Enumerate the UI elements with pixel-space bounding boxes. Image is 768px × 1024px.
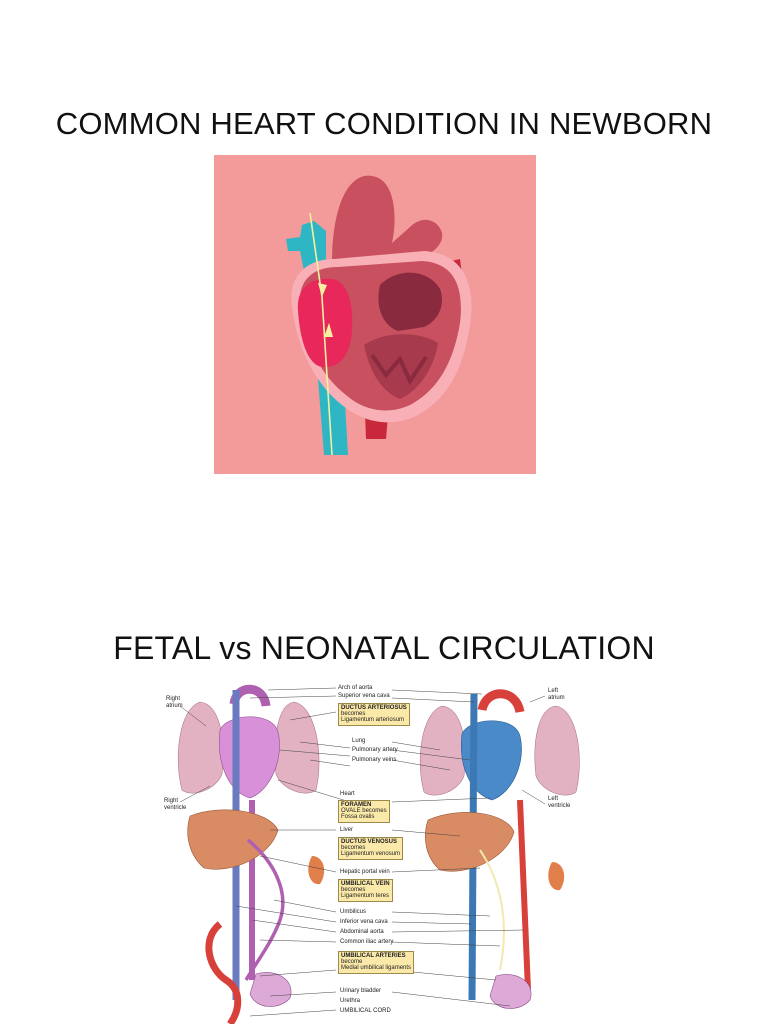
- label-superior-vena-cava: Superior vena cava: [338, 693, 390, 699]
- ventricle-shape: [364, 334, 438, 399]
- left-atrium-shape: [378, 272, 443, 331]
- heart-illustration-panel: [214, 155, 536, 474]
- label-common-iliac-artery: Common iliac artery: [340, 939, 394, 945]
- fetal-left-lung: [177, 701, 224, 794]
- box-heading: UMBILICAL VEIN: [341, 881, 390, 887]
- fetal-kidney: [308, 856, 325, 885]
- box-heading: DUCTUS ARTERIOSUS: [341, 705, 407, 711]
- neonatal-aorta: [517, 799, 531, 991]
- box-foramen-ovale: FORAMEN OVALE becomes Fossa ovalis: [338, 800, 390, 823]
- box-umbilical-arteries: UMBILICAL ARTERIES become Medial umbilic…: [338, 951, 415, 974]
- fetal-bladder: [249, 972, 292, 1007]
- label-line: atrium: [548, 694, 565, 701]
- box-line: becomes: [341, 887, 366, 894]
- ventricle-detail: [370, 353, 428, 386]
- label-abdominal-aorta: Abdominal aorta: [340, 929, 384, 935]
- neonatal-liver: [425, 812, 515, 872]
- neonatal-ligament: [479, 849, 505, 971]
- box-line: becomes: [341, 711, 366, 718]
- flow-arrow-head-lower: [324, 323, 333, 337]
- box-line: Medial umbilical ligaments: [341, 965, 412, 972]
- label-right-atrium: Right atrium: [166, 696, 183, 709]
- neonatal-left-lung: [419, 705, 466, 796]
- circulation-diagram: [177, 684, 580, 1024]
- fetal-right-lung: [274, 701, 320, 794]
- box-heading: DUCTUS VENOSUS: [341, 839, 398, 845]
- neonatal-aortic-arch: [477, 689, 525, 714]
- label-line: Right: [164, 798, 179, 804]
- label-liver: Liver: [340, 827, 354, 833]
- neonatal-bladder: [489, 974, 532, 1009]
- label-umbilical-cord: UMBILICAL CORD: [340, 1008, 391, 1014]
- slide-title-circulation: FETAL vs NEONATAL CIRCULATION: [113, 630, 655, 666]
- label-pulmonary-veins: Pulmonary veins: [352, 757, 397, 763]
- box-umbilical-vein: UMBILICAL VEIN becomes Ligamentum teres: [338, 879, 393, 902]
- box-heading: FORAMEN: [341, 802, 372, 808]
- label-line: Right: [166, 696, 181, 702]
- fetal-heart: [219, 716, 280, 799]
- box-ductus-arteriosus: DUCTUS ARTERIOSUS becomes Ligamentum art…: [338, 703, 410, 726]
- neonatal-kidney: [548, 862, 565, 891]
- box-ductus-venosus: DUCTUS VENOSUS becomes Ligamentum venosu…: [338, 837, 404, 860]
- label-line: Left: [548, 796, 559, 802]
- box-heading: UMBILICAL ARTERIES: [341, 953, 406, 959]
- label-line: ventricle: [548, 802, 571, 809]
- label-hepatic-portal-vein: Hepatic portal vein: [340, 869, 390, 875]
- label-line: atrium: [166, 702, 183, 709]
- circulation-figure: Right atrium Right ventricle Left atrium…: [160, 680, 600, 1024]
- box-line: Fossa ovalis: [341, 814, 375, 821]
- slide-title-heart-condition: COMMON HEART CONDITION IN NEWBORN: [55, 106, 713, 141]
- label-umbilicus: Umbilicus: [340, 909, 367, 915]
- neonatal-right-lung: [534, 705, 580, 796]
- label-lung: Lung: [352, 738, 366, 744]
- fetal-umbilical-vein: [244, 838, 285, 981]
- label-line: ventricle: [164, 804, 187, 811]
- box-line: OVALE becomes: [341, 808, 387, 815]
- label-urethra: Urethra: [340, 998, 361, 1004]
- label-arch-of-aorta: Arch of aorta: [338, 685, 373, 691]
- box-line: becomes: [341, 845, 366, 852]
- label-left-atrium: Left atrium: [548, 688, 565, 701]
- fetal-liver: [187, 809, 279, 870]
- right-atrium-shape: [297, 278, 353, 368]
- label-heart: Heart: [340, 791, 355, 797]
- label-line: Left: [548, 688, 559, 694]
- box-line: Ligamentum venosum: [341, 851, 401, 858]
- label-left-ventricle: Left ventricle: [548, 796, 570, 809]
- flow-arrow-head-upper: [318, 283, 327, 297]
- box-line: Ligamentum arteriosum: [341, 717, 405, 724]
- heart-illustration: [286, 175, 472, 456]
- leader-lines: [179, 687, 546, 1017]
- label-urinary-bladder: Urinary bladder: [340, 988, 382, 994]
- label-inferior-vena-cava: Inferior vena cava: [340, 919, 388, 925]
- label-pulmonary-artery: Pulmonary artery: [352, 747, 398, 753]
- box-line: Ligamentum teres: [341, 893, 390, 900]
- box-line: become: [341, 959, 363, 966]
- label-right-ventricle: Right ventricle: [164, 798, 186, 811]
- fetal-umbilical-cord: [205, 921, 242, 1024]
